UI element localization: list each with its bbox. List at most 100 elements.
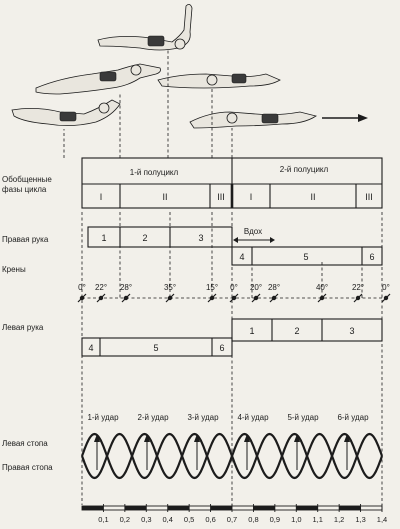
generalized-phases-section: Обобщенные фазы цикла 1-й полуцикл 2-й п…: [2, 157, 383, 209]
left-arm-section: Левая рука 1 2 3 4 5 6: [2, 318, 383, 357]
roll-angle-label: 28°: [268, 283, 280, 292]
phase-cell-2: II: [162, 192, 167, 202]
time-tick-label: 0,4: [162, 515, 172, 524]
kick-label: 5-й удар: [287, 413, 319, 422]
phase-cell-4: I: [250, 192, 253, 202]
phase-cell-5: II: [310, 192, 315, 202]
roll-angle-label: 22°: [95, 283, 107, 292]
time-tick-label: 1,1: [312, 515, 322, 524]
time-tick-label: 0,8: [248, 515, 258, 524]
roll-tilt: [269, 293, 279, 303]
left-arm-cell-5: 5: [153, 343, 158, 353]
half-cycle-2-label: 2-й полуцикл: [280, 165, 329, 174]
time-bar-block: [339, 506, 361, 510]
kick-label: 2-й удар: [137, 413, 169, 422]
right-foot-wave: [80, 432, 384, 480]
right-arm-cell-2: 2: [142, 233, 147, 243]
phase-cell-6: III: [365, 192, 373, 202]
roll-angle-label: 20°: [250, 283, 262, 292]
right-foot-label: Правая стопа: [2, 463, 53, 472]
inhale-label: Вдох: [244, 227, 262, 236]
time-tick-label: 0,9: [270, 515, 280, 524]
time-scale: 0,1 0,2 0,3 0,4 0,5 0,6 0,7 0,8 0,9 1,0 1,1 1,2 1,3 1…: [81, 504, 387, 524]
kick-arrow-head: [94, 434, 100, 442]
phase-cell-3: III: [217, 192, 225, 202]
swimmer-figure-2: [35, 63, 161, 95]
right-arm-label: Правая рука: [2, 235, 49, 244]
roll-angle-label: 0°: [78, 283, 86, 292]
kick-label: 3-й удар: [187, 413, 219, 422]
swimmer-figure-1: [97, 4, 193, 51]
left-arm-cell-1: 1: [249, 326, 254, 336]
roll-tilt: [121, 293, 131, 303]
kick-arrow-head: [294, 434, 300, 442]
time-tick-label: 0,7: [227, 515, 237, 524]
right-arm-cell-6: 6: [369, 252, 374, 262]
time-bar-block: [167, 506, 190, 510]
left-arm-cell-6: 6: [219, 343, 224, 353]
left-arm-label: Левая рука: [2, 323, 44, 332]
time-tick-label: 0,6: [205, 515, 215, 524]
kick-label: 1-й удар: [87, 413, 119, 422]
time-tick-label: 0,5: [184, 515, 194, 524]
kick-arrow-head: [194, 434, 200, 442]
swimmer-figure-3: [157, 73, 281, 89]
right-arm-cell-1: 1: [101, 233, 106, 243]
roll-tilt: [207, 293, 217, 303]
time-ticks: 0,1 0,2 0,3 0,4 0,5 0,6 0,7 0,8 0,9 1,0 1,1 1,2 1,3 1…: [82, 504, 387, 524]
roll-tilt: [381, 293, 391, 303]
left-foot-label: Левая стопа: [2, 439, 48, 448]
roll-angle-label: 40°: [316, 283, 328, 292]
generalized-phases-label-line1: Обобщенные: [2, 175, 52, 184]
right-arm-cell-3: 3: [198, 233, 203, 243]
rolls-label: Крены: [2, 265, 26, 274]
swimmer-figure-4: [11, 99, 121, 126]
left-arm-cell-2: 2: [294, 326, 299, 336]
roll-tilt: [96, 293, 106, 303]
time-bar-block: [82, 506, 104, 510]
time-tick-label: 0,3: [141, 515, 151, 524]
half-cycle-1-label: 1-й полуцикл: [130, 168, 179, 177]
time-bar-block: [124, 506, 147, 510]
phase-cell-1: I: [100, 192, 103, 202]
time-tick-label: 1,4: [377, 515, 387, 524]
kick-marks: 1-й удар 2-й удар 3-й удар 4-й удар 5-й удар…: [87, 413, 369, 470]
time-tick-label: 0,2: [120, 515, 130, 524]
kick-arrow-head: [244, 434, 250, 442]
time-bar-block: [253, 506, 275, 510]
roll-tilt: [229, 293, 239, 303]
swimmer-figure-5: [189, 111, 317, 129]
roll-tilt: [165, 293, 175, 303]
roll-angle-label: 0°: [230, 283, 238, 292]
time-tick-label: 1,0: [291, 515, 301, 524]
time-tick-label: 0,1: [98, 515, 108, 524]
kick-arrow-head: [144, 434, 150, 442]
rolls-section: Крены 0° 22° 28° 35° 15° 0° 20° 28° 40° 22° 0°: [2, 265, 391, 303]
kick-label: 4-й удар: [237, 413, 269, 422]
inhale-arrow: [233, 237, 275, 243]
roll-angle-label: 22°: [352, 283, 364, 292]
generalized-phases-label-line2: фазы цикла: [2, 185, 47, 194]
roll-tilt: [353, 293, 363, 303]
kicks-section: Левая стопа Правая стопа 1-й удар 2-й уда…: [2, 413, 384, 480]
direction-arrow: [322, 114, 368, 122]
right-arm-section: Правая рука 1 2 3 4 5 6 Вдох: [2, 226, 383, 266]
roll-marks: 0° 22° 28° 35° 15° 0° 20° 28° 40° 22° 0°: [77, 283, 391, 303]
right-arm-cell-4: 4: [239, 252, 244, 262]
time-tick-label: 1,3: [355, 515, 365, 524]
roll-angle-label: 15°: [206, 283, 218, 292]
roll-angle-label: 35°: [164, 283, 176, 292]
time-bar-block: [210, 506, 232, 510]
left-arm-cell-4: 4: [88, 343, 93, 353]
kick-label: 6-й удар: [337, 413, 369, 422]
right-arm-cell-5: 5: [303, 252, 308, 262]
left-arm-cell-3: 3: [349, 326, 354, 336]
kick-arrow-head: [344, 434, 350, 442]
roll-angle-label: 0°: [382, 283, 390, 292]
roll-tilt: [77, 293, 87, 303]
time-tick-label: 1,2: [334, 515, 344, 524]
roll-angle-label: 28°: [120, 283, 132, 292]
time-bar-block: [296, 506, 318, 510]
roll-tilt: [251, 293, 261, 303]
